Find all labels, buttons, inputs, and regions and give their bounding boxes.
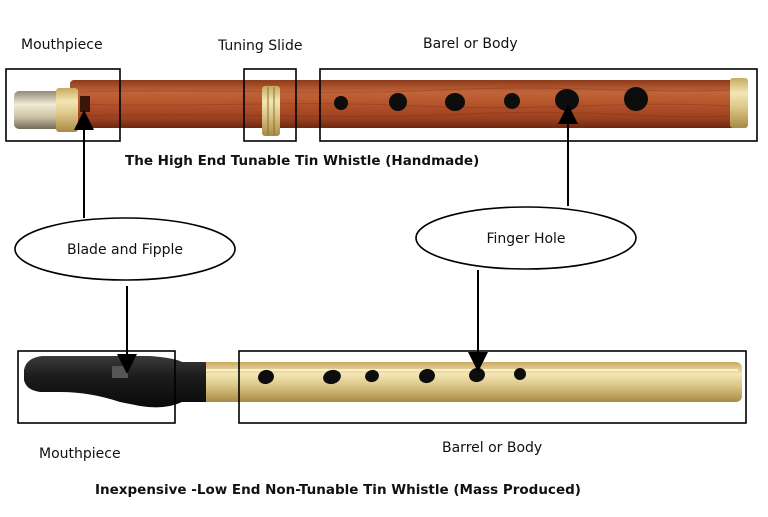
bottom-whistle-body [196, 362, 742, 402]
bottom-finger-hole [514, 368, 526, 380]
top-whistle [14, 78, 748, 136]
bottom-body-box [238, 350, 747, 424]
top-mouthpiece-cap [14, 91, 60, 129]
top-body-box [319, 68, 758, 142]
bottom-mouthpiece-label: Mouthpiece [39, 446, 121, 462]
tuning-slide-label: Tuning Slide [218, 38, 303, 54]
top-caption: The High End Tunable Tin Whistle (Handma… [125, 153, 480, 169]
top-mouthpiece-ring [56, 88, 78, 132]
bottom-finger-hole [419, 368, 435, 384]
bottom-finger-hole [258, 369, 274, 385]
top-fipple-window [80, 96, 90, 112]
bottom-mouthpiece [24, 356, 206, 408]
tuning-slide-ring [262, 86, 280, 136]
top-finger-hole [334, 96, 348, 110]
top-finger-hole [389, 93, 407, 111]
top-finger-hole [555, 89, 579, 111]
top-body-label: Barel or Body [423, 36, 518, 52]
top-finger-hole [624, 87, 648, 111]
bottom-body-label: Barrel or Body [442, 440, 543, 456]
top-finger-hole [504, 93, 520, 109]
top-mouthpiece-box [5, 68, 121, 142]
bottom-fipple-window [112, 366, 128, 378]
bottom-finger-hole [323, 369, 341, 385]
bottom-finger-hole [365, 369, 379, 383]
tuning-slide-box [243, 68, 297, 142]
finger-hole-label: Finger Hole [486, 231, 565, 247]
finger-hole-ellipse [415, 206, 637, 270]
bottom-caption: Inexpensive -Low End Non-Tunable Tin Whi… [95, 482, 581, 498]
top-end-ring [730, 78, 748, 128]
blade-fipple-label: Blade and Fipple [67, 242, 183, 258]
blade-fipple-ellipse [14, 217, 236, 281]
bottom-mouthpiece-box [17, 350, 176, 424]
top-mouthpiece-label: Mouthpiece [21, 37, 103, 53]
bottom-whistle [24, 356, 742, 408]
top-finger-hole [445, 93, 465, 111]
